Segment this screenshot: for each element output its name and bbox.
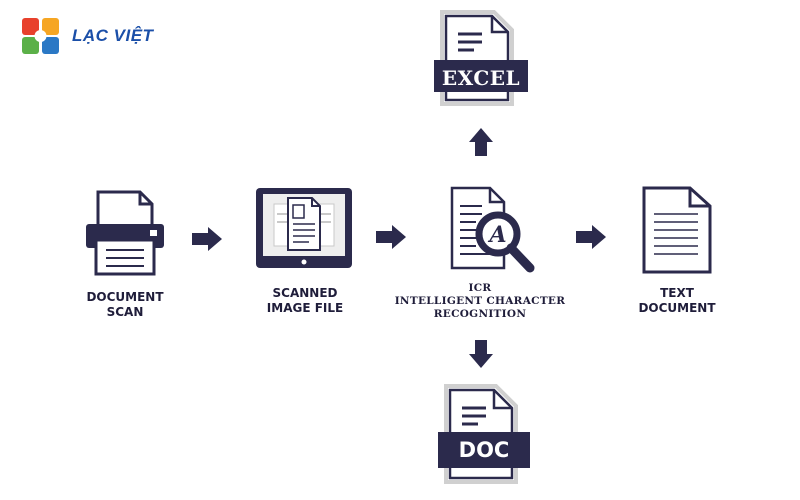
doc-label: DOC	[458, 438, 510, 462]
image-file-label: SCANNED IMAGE FILE	[266, 286, 344, 315]
brand-logo: LẠC VIỆT	[20, 16, 180, 56]
icr-abbr: ICR	[468, 282, 492, 294]
arrow-down-icon	[468, 338, 494, 370]
brand-logo-mark	[22, 18, 59, 54]
scan-label: DOCUMENT SCAN	[86, 290, 164, 319]
excel-label: EXCEL	[441, 66, 521, 90]
doc-file-icon: DOC	[430, 382, 534, 490]
brand-name: LẠC VIỆT	[72, 26, 154, 45]
arrow-right-icon	[374, 224, 408, 250]
monitor-icon	[254, 186, 354, 272]
arrow-up-icon	[468, 126, 494, 158]
icr-glyph: A	[487, 222, 506, 248]
printer-icon	[80, 188, 170, 278]
icr-label: INTELLIGENT CHARACTER RECOGNITION	[394, 295, 566, 320]
text-document-label: TEXT DOCUMENT	[638, 286, 716, 315]
excel-file-icon: EXCEL	[428, 8, 532, 112]
icr-document-icon: A	[446, 184, 542, 280]
arrow-right-icon	[574, 224, 608, 250]
arrow-right-icon	[190, 226, 224, 252]
text-document-icon	[640, 184, 714, 276]
